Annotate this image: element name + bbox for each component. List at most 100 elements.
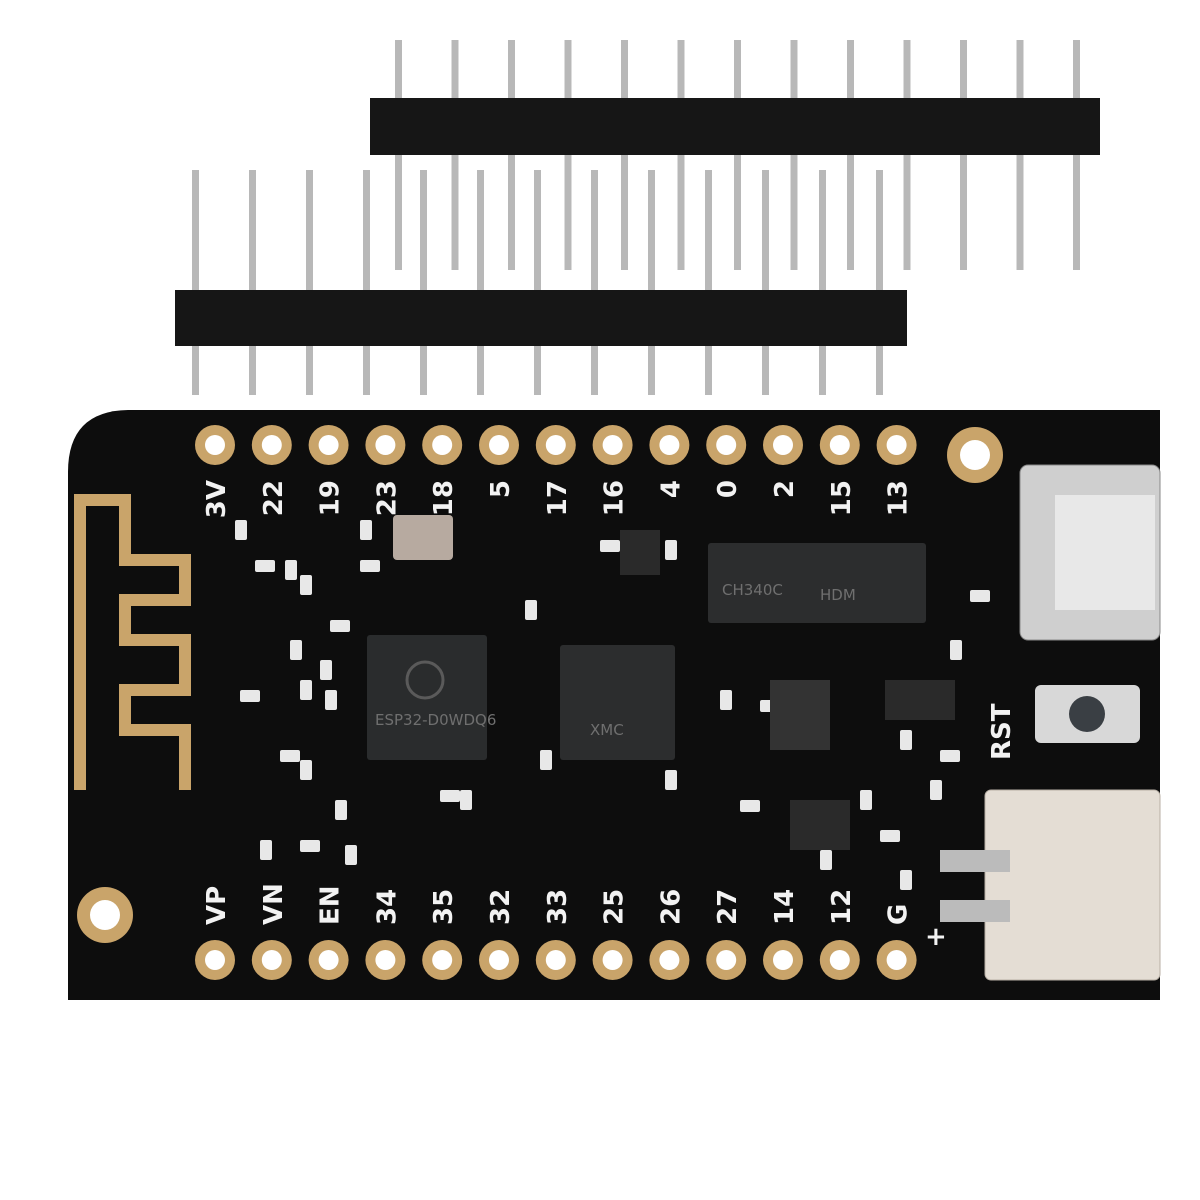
top-pad-hole — [773, 435, 793, 455]
transistor-chip — [885, 680, 955, 720]
header-pin — [876, 170, 883, 395]
battery-connector — [984, 789, 1161, 981]
top-pin-label: 13 — [884, 480, 914, 516]
top-pad-hole — [545, 435, 566, 455]
smd-part — [720, 690, 732, 710]
connector-pin — [940, 900, 1010, 922]
smd-part — [600, 540, 620, 552]
smd-part — [440, 790, 460, 802]
bottom-pin-label: VN — [259, 883, 289, 925]
reset-button-cap[interactable] — [1069, 696, 1105, 732]
bottom-pin-label: 27 — [713, 889, 743, 925]
top-pad-hole — [659, 435, 680, 455]
bottom-pin-label: 33 — [543, 889, 573, 925]
top-pin-label: 18 — [429, 480, 459, 516]
top-pin-label: 17 — [543, 480, 573, 516]
header-pin — [477, 170, 484, 395]
top-pin-label: 15 — [827, 480, 857, 516]
top-pin-label: 2 — [770, 480, 800, 498]
usb-chip-brand: HDM — [820, 586, 856, 604]
smd-part — [970, 590, 990, 602]
top-pad-hole — [602, 435, 623, 455]
smd-part — [740, 800, 760, 812]
header-pin — [534, 170, 541, 395]
smd-components — [235, 520, 990, 890]
header-strip — [370, 98, 1100, 155]
bottom-pad-hole — [261, 950, 282, 970]
battery-plus-label: + — [925, 922, 947, 952]
reset-label: RST — [987, 703, 1017, 760]
antenna-trace — [74, 494, 191, 790]
usb-chip-text: CH340C — [722, 581, 783, 599]
smd-part — [665, 540, 677, 560]
top-pin-label: 19 — [316, 480, 346, 516]
diode-chip — [770, 680, 830, 750]
small-ic — [620, 530, 660, 575]
bottom-pad-hole — [716, 950, 737, 970]
smd-part — [285, 560, 297, 580]
smd-part — [235, 520, 247, 540]
top-pad-hole — [205, 435, 225, 455]
smd-part — [900, 730, 912, 750]
top-pad-hole — [432, 435, 453, 455]
smd-part — [900, 870, 912, 890]
top-pad-hole — [886, 435, 907, 455]
header-pin — [249, 170, 256, 395]
top-pad-hole — [829, 435, 850, 455]
header-pin — [705, 170, 712, 395]
top-pin-label: 5 — [486, 480, 516, 498]
bottom-pin-label: 14 — [770, 889, 800, 925]
header-strip — [175, 290, 907, 346]
smd-part — [950, 640, 962, 660]
usb-port-opening — [1055, 495, 1155, 610]
smd-part — [300, 575, 312, 595]
top-pin-label: 0 — [713, 480, 743, 498]
smd-part — [930, 780, 942, 800]
smd-part — [280, 750, 300, 762]
smd-part — [525, 600, 537, 620]
header-pin — [306, 170, 313, 395]
smd-part — [860, 790, 872, 810]
smd-part — [330, 620, 350, 632]
connector-pin — [940, 850, 1010, 872]
smd-part — [880, 830, 900, 842]
bottom-pad-hole — [886, 950, 907, 970]
header-pin — [363, 170, 370, 395]
bottom-pin-label: 35 — [429, 889, 459, 925]
top-pin-label: 16 — [600, 480, 630, 516]
smd-part — [325, 690, 337, 710]
usb-serial-chip — [708, 543, 926, 623]
bottom-pad-hole — [432, 950, 453, 970]
mounting-hole-center — [90, 900, 120, 930]
flash-chip-text: XMC — [590, 721, 624, 739]
bottom-pad-hole — [829, 950, 850, 970]
bottom-pin-label: 26 — [656, 889, 686, 925]
smd-part — [300, 760, 312, 780]
header-pin — [420, 170, 427, 395]
header-pin — [591, 170, 598, 395]
smd-part — [345, 845, 357, 865]
smd-part — [940, 750, 960, 762]
header-pin — [819, 170, 826, 395]
smd-part — [360, 560, 380, 572]
header-pin — [648, 170, 655, 395]
bottom-pad-hole — [545, 950, 566, 970]
bottom-pad-hole — [659, 950, 680, 970]
bottom-pad-hole — [602, 950, 623, 970]
smd-part — [665, 770, 677, 790]
top-pad-hole — [261, 435, 282, 455]
mounting-hole-center — [960, 440, 990, 470]
bottom-pad-hole — [773, 950, 793, 970]
smd-part — [320, 660, 332, 680]
smd-part — [335, 800, 347, 820]
bottom-pad-hole — [489, 950, 509, 970]
bottom-pin-label: 25 — [600, 889, 630, 925]
top-pin-label: 22 — [259, 480, 289, 516]
mcu-text: ESP32-D0WDQ6 — [375, 711, 496, 729]
top-pad-hole — [489, 435, 509, 455]
header-pin — [192, 170, 199, 395]
regulator-chip — [790, 800, 850, 850]
